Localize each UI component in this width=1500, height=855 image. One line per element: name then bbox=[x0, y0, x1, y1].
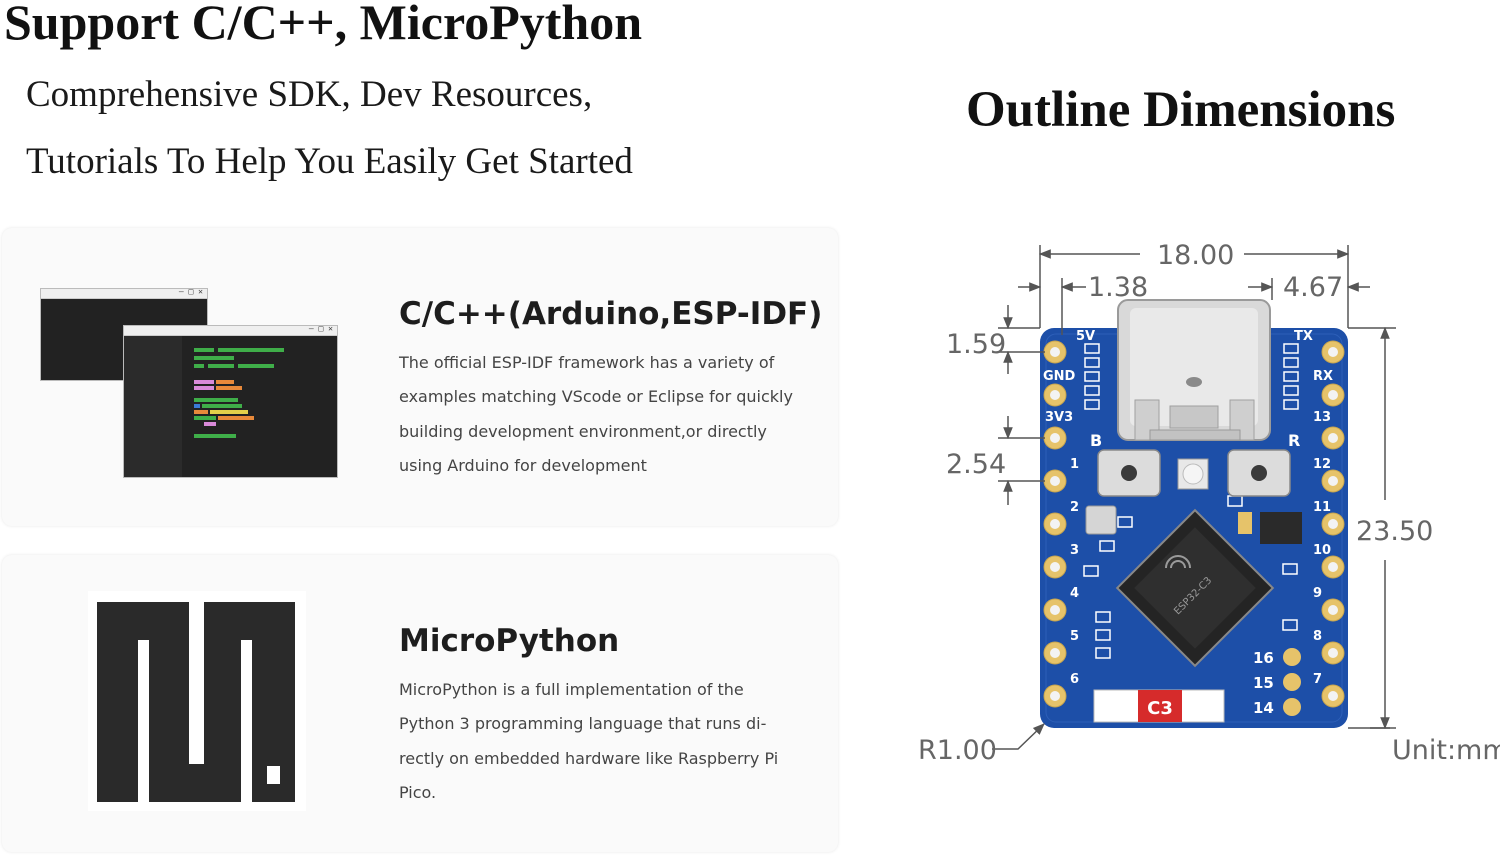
card-title-cpp: C/C++(Arduino,ESP-IDF) bbox=[399, 296, 823, 332]
pin-label-10: 10 bbox=[1313, 543, 1331, 558]
unit-label: Unit:mm bbox=[1392, 735, 1500, 766]
pad-label-16: 16 bbox=[1253, 649, 1274, 667]
pin-label-5v: 5V bbox=[1076, 329, 1095, 344]
dim-pin-pitch-label: 2.54 bbox=[946, 449, 1006, 480]
dimension-labels: 18.00 1.38 4.67 1.59 2.54 23.50 R1.00 Un… bbox=[918, 240, 1500, 766]
pin-label-11: 11 bbox=[1313, 500, 1331, 515]
editor-window-front: ‒ □ ✕ bbox=[123, 324, 338, 478]
card-desc-cpp: The official ESP-IDF framework has a var… bbox=[399, 353, 793, 475]
bottom-pads: 16 15 14 bbox=[1253, 648, 1301, 717]
subheadline-line-1: Comprehensive SDK, Dev Resources, bbox=[26, 74, 593, 115]
pin-label-4: 4 bbox=[1070, 586, 1079, 601]
micropython-logo-icon bbox=[88, 591, 306, 811]
c3-logo-label: C3 bbox=[1093, 689, 1225, 723]
card-cpp: ‒ □ ✕ ‒ □ ✕ C/C++(Arduino,ESP-IDF) bbox=[2, 228, 838, 526]
crystal-oscillator bbox=[1085, 505, 1117, 535]
pin-label-rx: RX bbox=[1313, 369, 1333, 384]
button-labels: B R bbox=[1090, 431, 1300, 450]
pin-label-tx: TX bbox=[1294, 329, 1313, 344]
card-micropython: MicroPython MicroPython is a full implem… bbox=[2, 555, 838, 852]
smd-components bbox=[1083, 343, 1299, 659]
pad-label-15: 15 bbox=[1253, 674, 1274, 692]
pin-label-13: 13 bbox=[1313, 410, 1331, 425]
dim-left-offset-label: 1.38 bbox=[1088, 272, 1148, 303]
boot-button bbox=[1097, 449, 1161, 497]
pin-label-3v3: 3V3 bbox=[1045, 410, 1073, 425]
pin-label-12: 12 bbox=[1313, 457, 1331, 472]
left-pin-pads bbox=[1043, 340, 1067, 708]
pin-label-6: 6 bbox=[1070, 672, 1079, 687]
usb-c-connector bbox=[1117, 299, 1271, 441]
pin-label-7: 7 bbox=[1313, 672, 1322, 687]
c3-logo-text: C3 bbox=[1147, 698, 1173, 719]
pin-label-3: 3 bbox=[1070, 543, 1079, 558]
dim-top-offset-label: 1.59 bbox=[946, 329, 1006, 360]
rgb-led bbox=[1177, 458, 1209, 490]
left-pin-labels: 5V GND 3V3 1 2 3 4 5 6 bbox=[1043, 329, 1095, 687]
pin-label-5: 5 bbox=[1070, 629, 1079, 644]
pad-label-14: 14 bbox=[1253, 699, 1274, 717]
dimension-lines bbox=[992, 245, 1396, 750]
dim-corner-radius-label: R1.00 bbox=[918, 735, 997, 766]
card-title-micropython: MicroPython bbox=[399, 623, 620, 659]
esp32-c3-chip: ESP32-C3 bbox=[1115, 508, 1275, 668]
button-label-b: B bbox=[1090, 431, 1102, 450]
reset-button bbox=[1227, 449, 1291, 497]
pin-label-1: 1 bbox=[1070, 457, 1079, 472]
dim-right-offset-label: 4.67 bbox=[1283, 272, 1343, 303]
dim-height-label: 23.50 bbox=[1356, 516, 1433, 547]
voltage-regulator bbox=[1238, 512, 1302, 544]
headline: Support C/C++, MicroPython bbox=[4, 0, 643, 50]
pin-label-gnd: GND bbox=[1043, 369, 1076, 384]
right-pin-pads bbox=[1321, 340, 1345, 708]
pin-label-2: 2 bbox=[1070, 500, 1079, 515]
outline-title: Outline Dimensions bbox=[966, 82, 1396, 138]
button-label-r: R bbox=[1288, 431, 1300, 450]
card-desc-micropython: MicroPython is a full implementation of … bbox=[399, 680, 779, 802]
pin-label-8: 8 bbox=[1313, 629, 1322, 644]
subheadline-line-2: Tutorials To Help You Easily Get Started bbox=[26, 141, 633, 182]
dim-width-label: 18.00 bbox=[1157, 240, 1234, 271]
pin-label-9: 9 bbox=[1313, 586, 1322, 601]
right-pin-labels: TX RX 13 12 11 10 9 8 7 bbox=[1294, 329, 1333, 687]
